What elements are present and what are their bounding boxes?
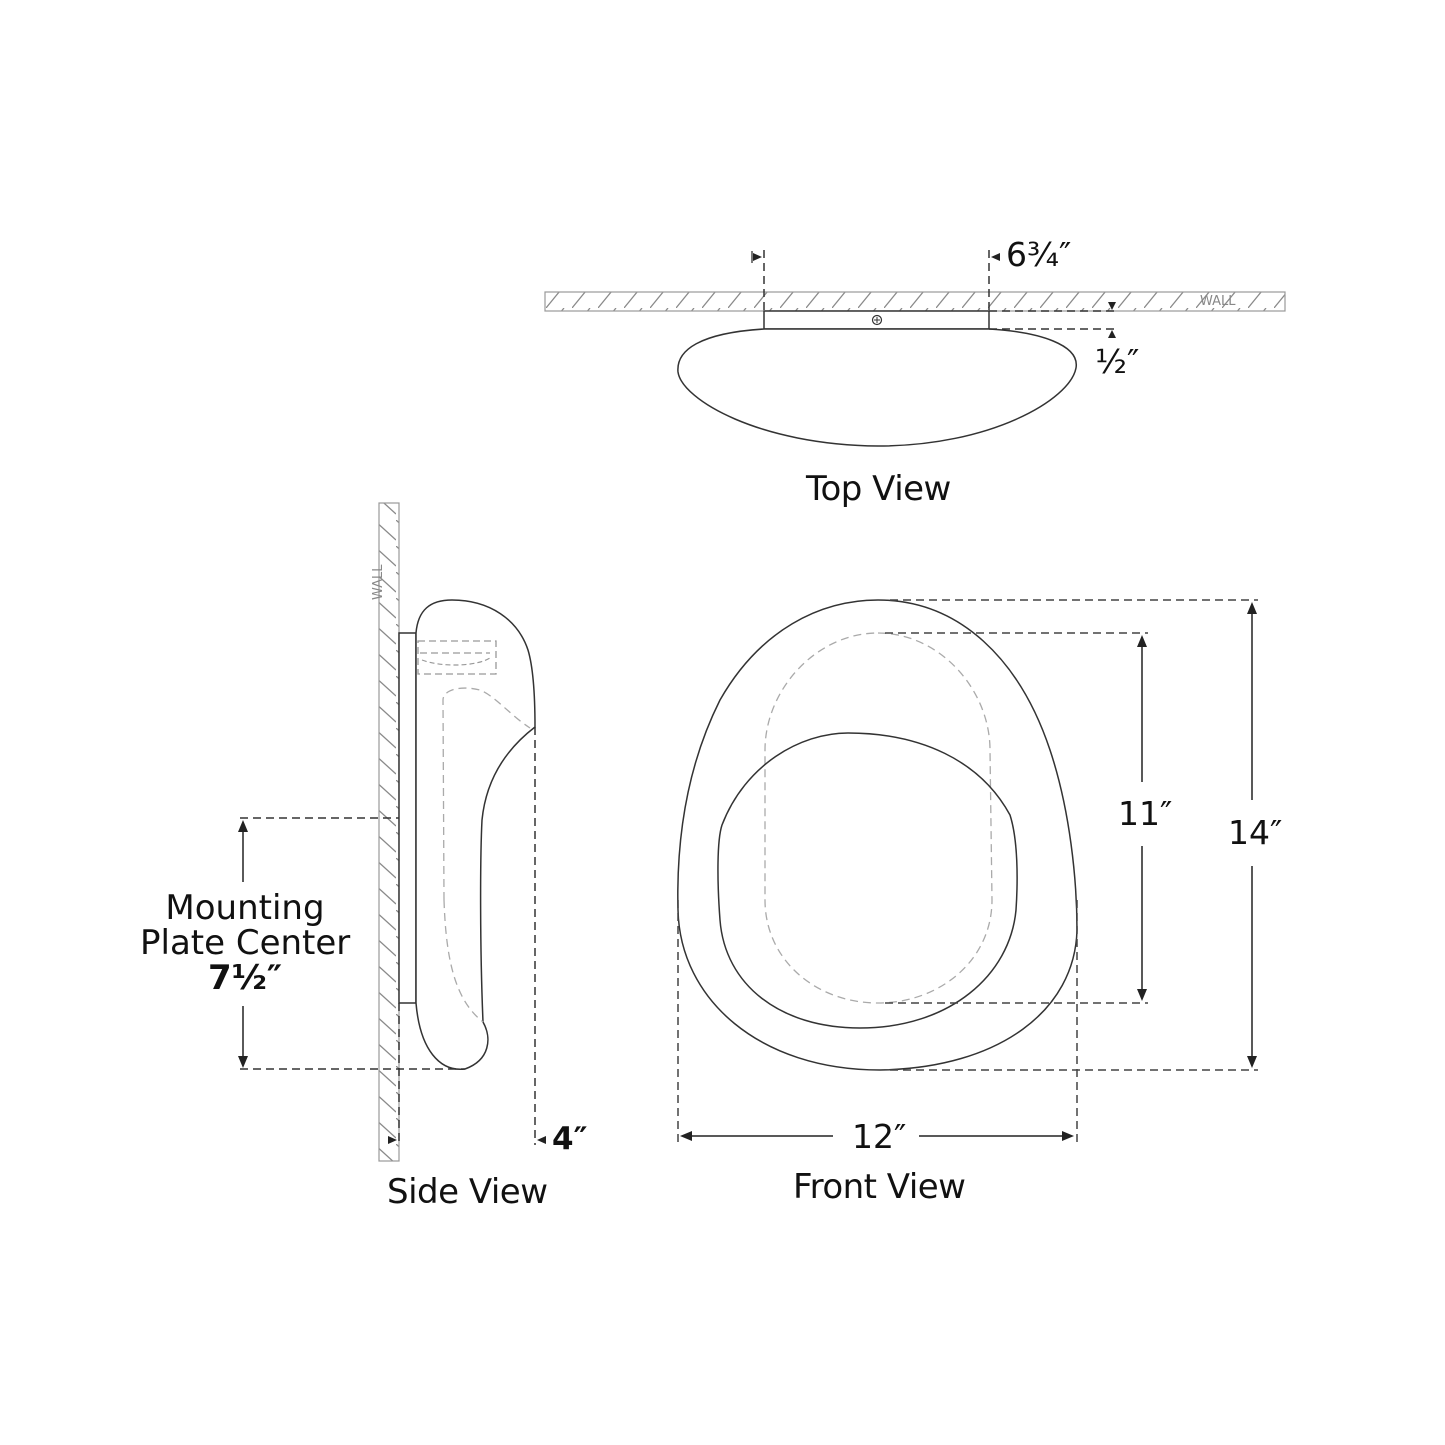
front-inner-height-dimension: 11″ <box>1118 794 1173 833</box>
front-width-dimension: 12″ <box>852 1117 907 1156</box>
side-view-title: Side View <box>387 1172 548 1212</box>
side-wall-hatch <box>378 502 400 1162</box>
mounting-label-line1: Mounting <box>165 888 325 928</box>
front-hidden-capsule <box>764 632 993 1004</box>
screw-icon <box>871 314 883 326</box>
side-wall-label: WALL <box>371 564 386 600</box>
mounting-label-line2: Plate Center <box>140 923 351 963</box>
top-wall-hatch <box>544 291 1286 312</box>
front-view-title: Front View <box>793 1167 966 1207</box>
top-plate-depth-dimension: ½″ <box>1095 342 1140 381</box>
mounting-value: 7½″ <box>207 958 283 998</box>
top-plate-width-dimension: 6¾″ <box>1006 235 1072 274</box>
front-outer-outline <box>677 599 1078 1071</box>
side-mounting-plate <box>398 632 417 1004</box>
side-shade-outline <box>415 599 536 1070</box>
top-wall-label: WALL <box>1200 294 1236 309</box>
top-view-title: Top View <box>806 469 951 509</box>
front-inner-outline <box>717 732 1018 1029</box>
side-view <box>238 502 546 1162</box>
side-extension-dimension: 4″ <box>552 1121 588 1157</box>
front-view <box>677 599 1258 1142</box>
top-view <box>544 250 1286 447</box>
front-height-dimension: 14″ <box>1228 813 1283 852</box>
top-shade-outline <box>677 328 1077 447</box>
mounting-plate-center-label: Mounting Plate Center 7½″ <box>140 891 350 996</box>
